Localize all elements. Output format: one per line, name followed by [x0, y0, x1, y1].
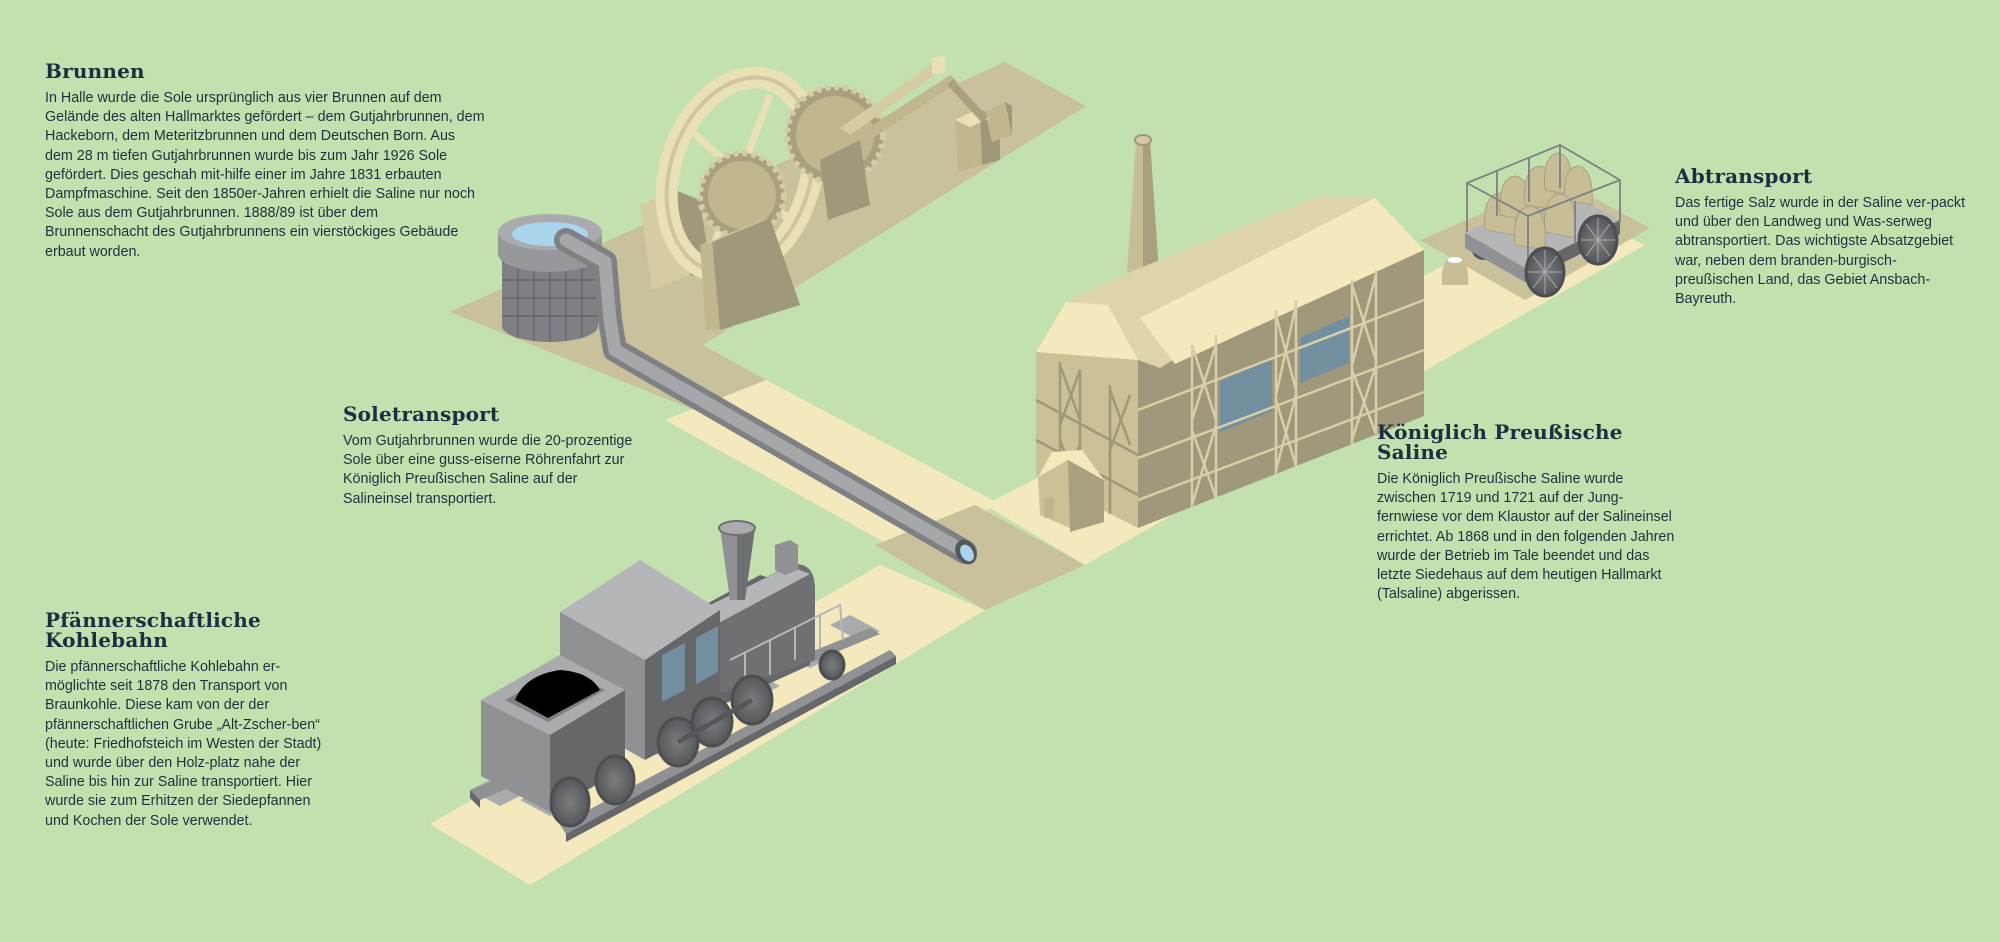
info-block-kohlebahn: Pfännerschaftliche Kohlebahn Die pfänner…: [45, 610, 335, 831]
pipe-outlet-water: [960, 544, 974, 562]
small-house: [1038, 450, 1104, 532]
loco-window-1: [662, 643, 685, 702]
info-block-saline: Königlich Preußische Saline Die Königlic…: [1377, 422, 1677, 604]
heading-soletransport: Soletransport: [343, 402, 500, 426]
text-brunnen: In Halle wurde die Sole ursprünglich aus…: [45, 90, 485, 260]
brine-pipe: [554, 228, 977, 565]
text-abtransport: Das fertige Salz wurde in der Saline ver…: [1675, 195, 1966, 308]
heading-abtransport: Abtransport: [1675, 164, 1813, 188]
loco-window-2: [696, 626, 718, 684]
salt-wagon: [1441, 143, 1621, 298]
text-kohlebahn: Die pfännerschaftliche Kohlebahn er-mögl…: [45, 659, 322, 829]
wagon-wheels: [1524, 214, 1619, 298]
steam-engine: [640, 55, 1012, 330]
heading-saline: Königlich Preußische Saline: [1377, 420, 1623, 464]
info-block-soletransport: Soletransport Vom Gutjahrbrunnen wurde d…: [343, 404, 633, 509]
salt-sack: [1441, 258, 1469, 285]
heading-kohlebahn: Pfännerschaftliche Kohlebahn: [45, 608, 261, 652]
saline-building: [1035, 134, 1425, 532]
heading-brunnen: Brunnen: [45, 59, 145, 83]
info-block-brunnen: Brunnen In Halle wurde die Sole ursprüng…: [45, 61, 485, 262]
text-saline: Die Königlich Preußische Saline wurde zw…: [1377, 471, 1675, 603]
coal-load: [515, 670, 600, 718]
info-block-abtransport: Abtransport Das fertige Salz wurde in de…: [1675, 166, 1975, 309]
text-soletransport: Vom Gutjahrbrunnen wurde die 20-prozenti…: [343, 433, 633, 507]
coal-tender: [481, 655, 636, 828]
well: [498, 214, 602, 342]
loco-cab: [560, 560, 720, 660]
